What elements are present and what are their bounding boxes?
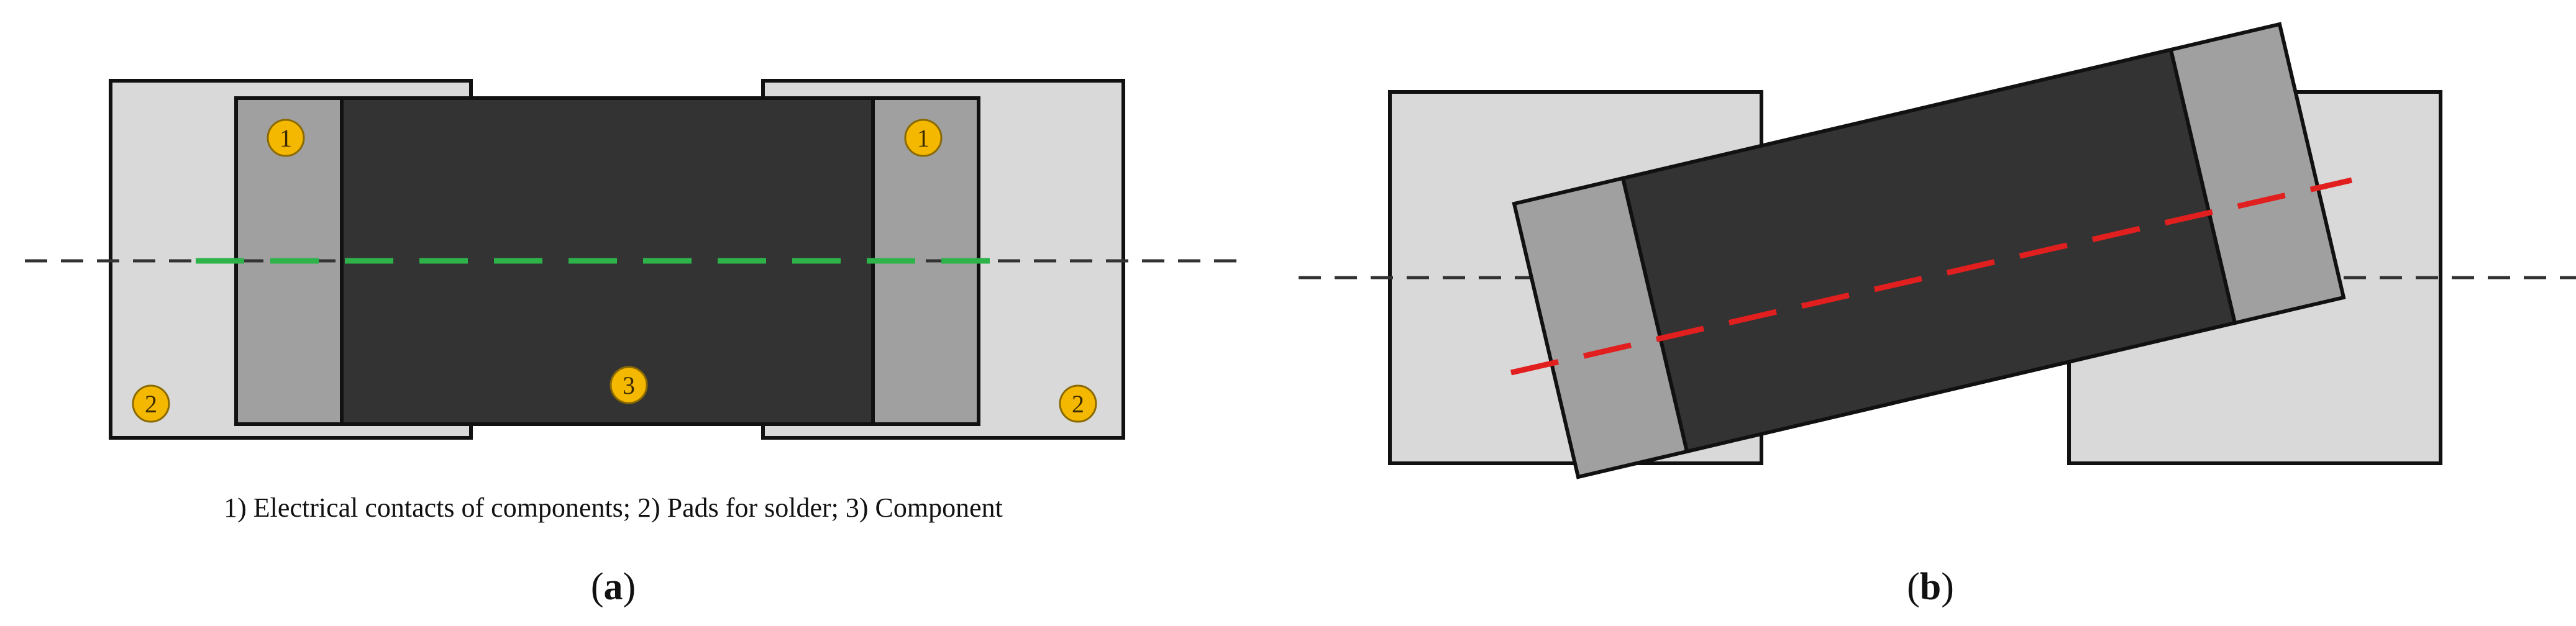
electrical-contact-left-b [1512, 176, 1689, 479]
marker-pad-left: 2 [132, 384, 170, 423]
svg-text:1: 1 [917, 124, 929, 152]
svg-text:2: 2 [1072, 390, 1084, 418]
marker-pad-right: 2 [1059, 384, 1097, 423]
panel-a: 1 1 2 2 3 1) Electrical contacts of comp… [25, 79, 1243, 608]
svg-text:1: 1 [280, 124, 292, 152]
component-axis-misaligned [1510, 177, 2353, 376]
component-b-rotated [1512, 22, 2346, 479]
marker-component: 3 [610, 366, 648, 404]
legend-caption: 1) Electrical contacts of components; 2)… [224, 492, 1003, 523]
panel-b: (b) [1299, 22, 2576, 608]
marker-contact-left: 1 [267, 119, 305, 157]
panel-label-a: (a) [591, 566, 636, 608]
marker-contact-right: 1 [904, 119, 943, 157]
svg-text:2: 2 [145, 390, 157, 418]
panel-label-b: (b) [1907, 566, 1954, 608]
svg-text:3: 3 [623, 371, 635, 399]
electrical-contact-right-b [2168, 22, 2346, 325]
